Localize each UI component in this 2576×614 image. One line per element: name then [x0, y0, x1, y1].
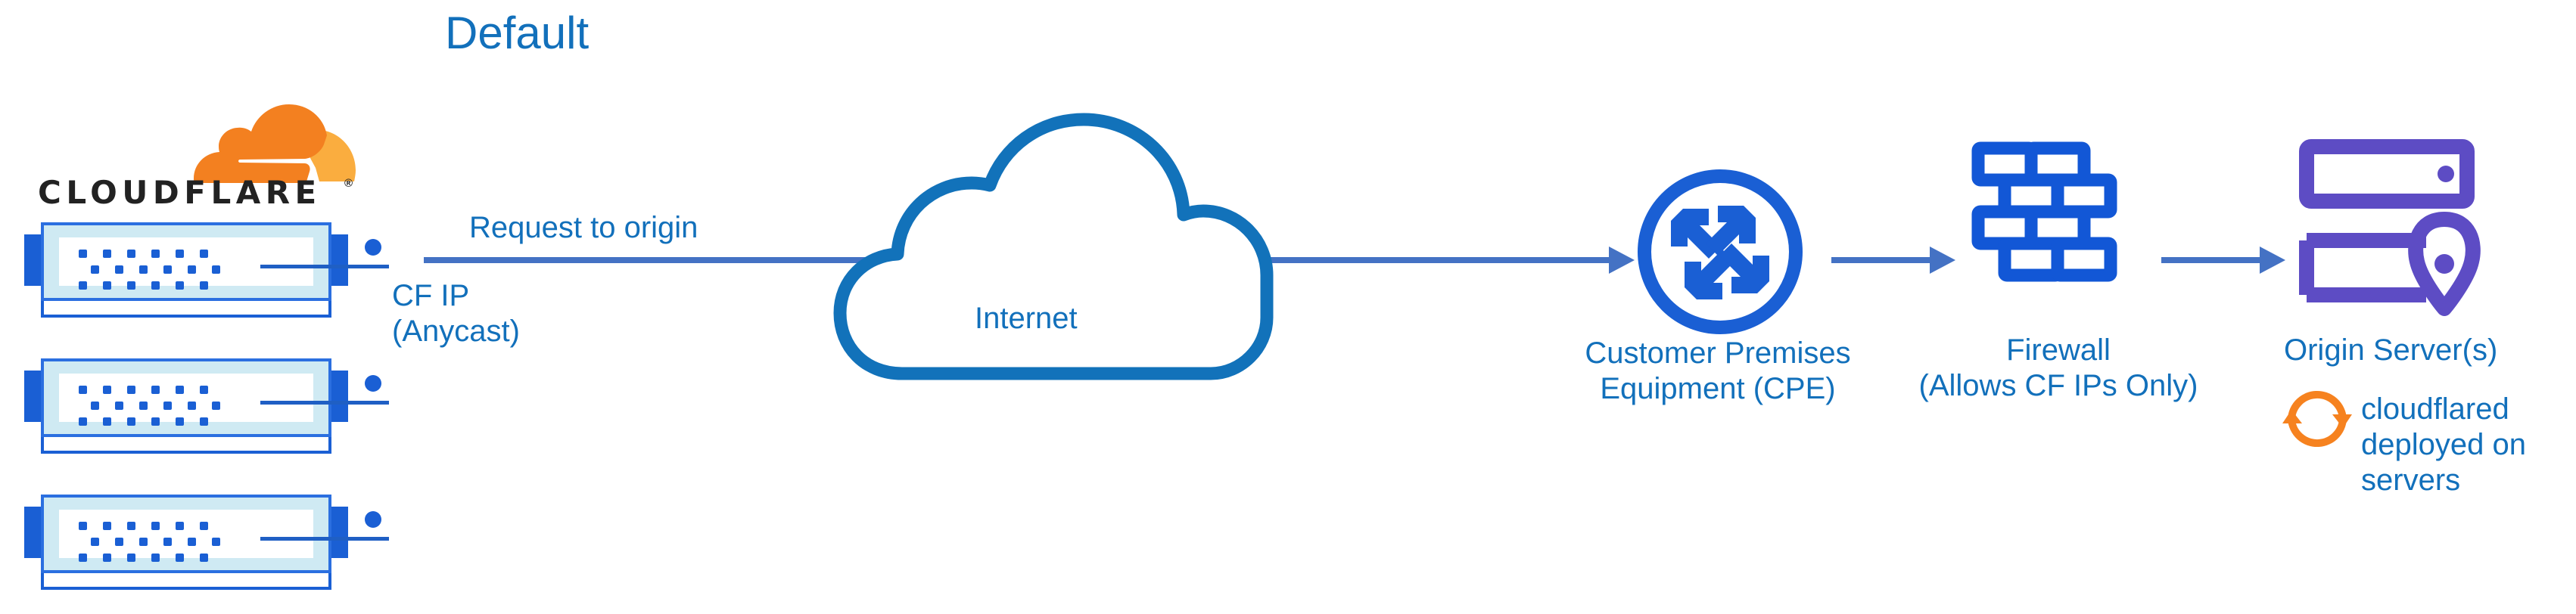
server-vent-dot: [163, 538, 172, 546]
server-vent-dot: [79, 554, 87, 562]
page-title: Default: [445, 8, 590, 58]
cloudflare-logo: CLOUDFLARE ®: [17, 100, 365, 221]
internet-cloud-icon: [833, 113, 1274, 380]
brick-wall-icon: [1971, 141, 2117, 282]
cpe-to-firewall-arrow-head: [1930, 247, 1955, 274]
server-vent-dot: [176, 522, 184, 530]
server-vent-dot: [127, 417, 135, 426]
cloudflare-wordmark: CLOUDFLARE ®: [38, 174, 353, 212]
server-faceplate: [59, 510, 389, 562]
server-vent-dot: [103, 250, 111, 258]
server-faceplate: [59, 237, 389, 290]
server-vent-dot: [163, 265, 172, 274]
origin-server-icon: [2299, 139, 2481, 316]
server-body: [41, 222, 389, 301]
server-vent-dot: [151, 386, 160, 394]
server-vent-dot: [200, 522, 208, 530]
server-vent-dot: [115, 265, 123, 274]
server-vent-dot: [200, 417, 208, 426]
server-vent-dot: [212, 402, 220, 410]
server-vent-dot: [139, 402, 148, 410]
server-vent-dot: [103, 554, 111, 562]
origin-server-label: Origin Server(s): [2284, 333, 2498, 367]
server-vent-dot: [151, 554, 160, 562]
server-vent-dot: [139, 538, 148, 546]
request-to-origin-label: Request to origin: [469, 211, 698, 244]
server-status-led: [365, 375, 381, 392]
server-vent-dot: [200, 554, 208, 562]
server-body: [41, 358, 389, 437]
firewall-label: Firewall (Allows CF IPs Only): [1918, 333, 2198, 403]
server-vent-dot: [79, 281, 87, 290]
server-vent-dot: [91, 265, 99, 274]
rack-server-unit: [23, 490, 389, 593]
server-vent-dot: [151, 250, 160, 258]
server-slot-line: [260, 537, 389, 541]
server-vent-dot: [115, 402, 123, 410]
server-vent-dot: [139, 265, 148, 274]
server-vent-dot: [151, 281, 160, 290]
server-vent-dot: [127, 522, 135, 530]
server-vent-dots: [79, 250, 227, 292]
server-vent-dot: [188, 402, 196, 410]
cpe-to-firewall-arrow-line: [1831, 257, 1933, 263]
server-vent-dot: [91, 402, 99, 410]
server-vent-dot: [115, 538, 123, 546]
server-vent-dot: [212, 538, 220, 546]
server-vent-dot: [176, 250, 184, 258]
server-vent-dot: [188, 265, 196, 274]
server-vent-dot: [103, 522, 111, 530]
server-faceplate: [59, 374, 389, 426]
server-vent-dot: [79, 250, 87, 258]
router-icon: [1638, 169, 1803, 334]
rack-server-unit: [23, 354, 389, 457]
server-vent-dot: [79, 386, 87, 394]
server-vent-dots: [79, 386, 227, 428]
server-vent-dot: [127, 554, 135, 562]
cloudflare-cloud-icon: [194, 104, 356, 183]
server-vent-dot: [212, 265, 220, 274]
server-vent-dot: [127, 386, 135, 394]
rack-server-unit: [23, 218, 389, 321]
server-slot-line: [260, 401, 389, 405]
cloudflared-annotation-label: cloudflared deployed on servers: [2361, 392, 2526, 498]
firewall-to-origin-arrow-head: [2260, 247, 2285, 274]
server-vent-dot: [200, 250, 208, 258]
cpe-label: Customer Premises Equipment (CPE): [1585, 336, 1851, 406]
server-status-led: [365, 511, 381, 528]
server-vent-dot: [163, 402, 172, 410]
server-vent-dot: [103, 386, 111, 394]
cf-ip-anycast-label: CF IP (Anycast): [392, 279, 520, 349]
server-vent-dot: [200, 386, 208, 394]
server-vent-dots: [79, 522, 227, 564]
server-slot-line: [260, 265, 389, 268]
server-vent-dot: [151, 417, 160, 426]
firewall-to-origin-arrow-line: [2161, 257, 2263, 263]
main-flow-arrow-head: [1609, 247, 1635, 274]
server-vent-dot: [176, 281, 184, 290]
server-vent-dot: [79, 522, 87, 530]
server-vent-dot: [103, 417, 111, 426]
server-status-led: [365, 239, 381, 256]
server-vent-dot: [176, 554, 184, 562]
server-vent-dot: [200, 281, 208, 290]
server-vent-dot: [103, 281, 111, 290]
server-vent-dot: [176, 417, 184, 426]
sync-refresh-icon: [2282, 390, 2352, 448]
server-body: [41, 495, 389, 573]
server-vent-dot: [79, 417, 87, 426]
server-vent-dot: [188, 538, 196, 546]
internet-label: Internet: [975, 302, 1078, 335]
server-vent-dot: [127, 250, 135, 258]
server-vent-dot: [91, 538, 99, 546]
registered-trademark-icon: ®: [344, 177, 353, 190]
server-vent-dot: [127, 281, 135, 290]
cloudflare-wordmark-text: CLOUDFLARE: [38, 174, 322, 211]
server-vent-dot: [176, 386, 184, 394]
server-vent-dot: [151, 522, 160, 530]
